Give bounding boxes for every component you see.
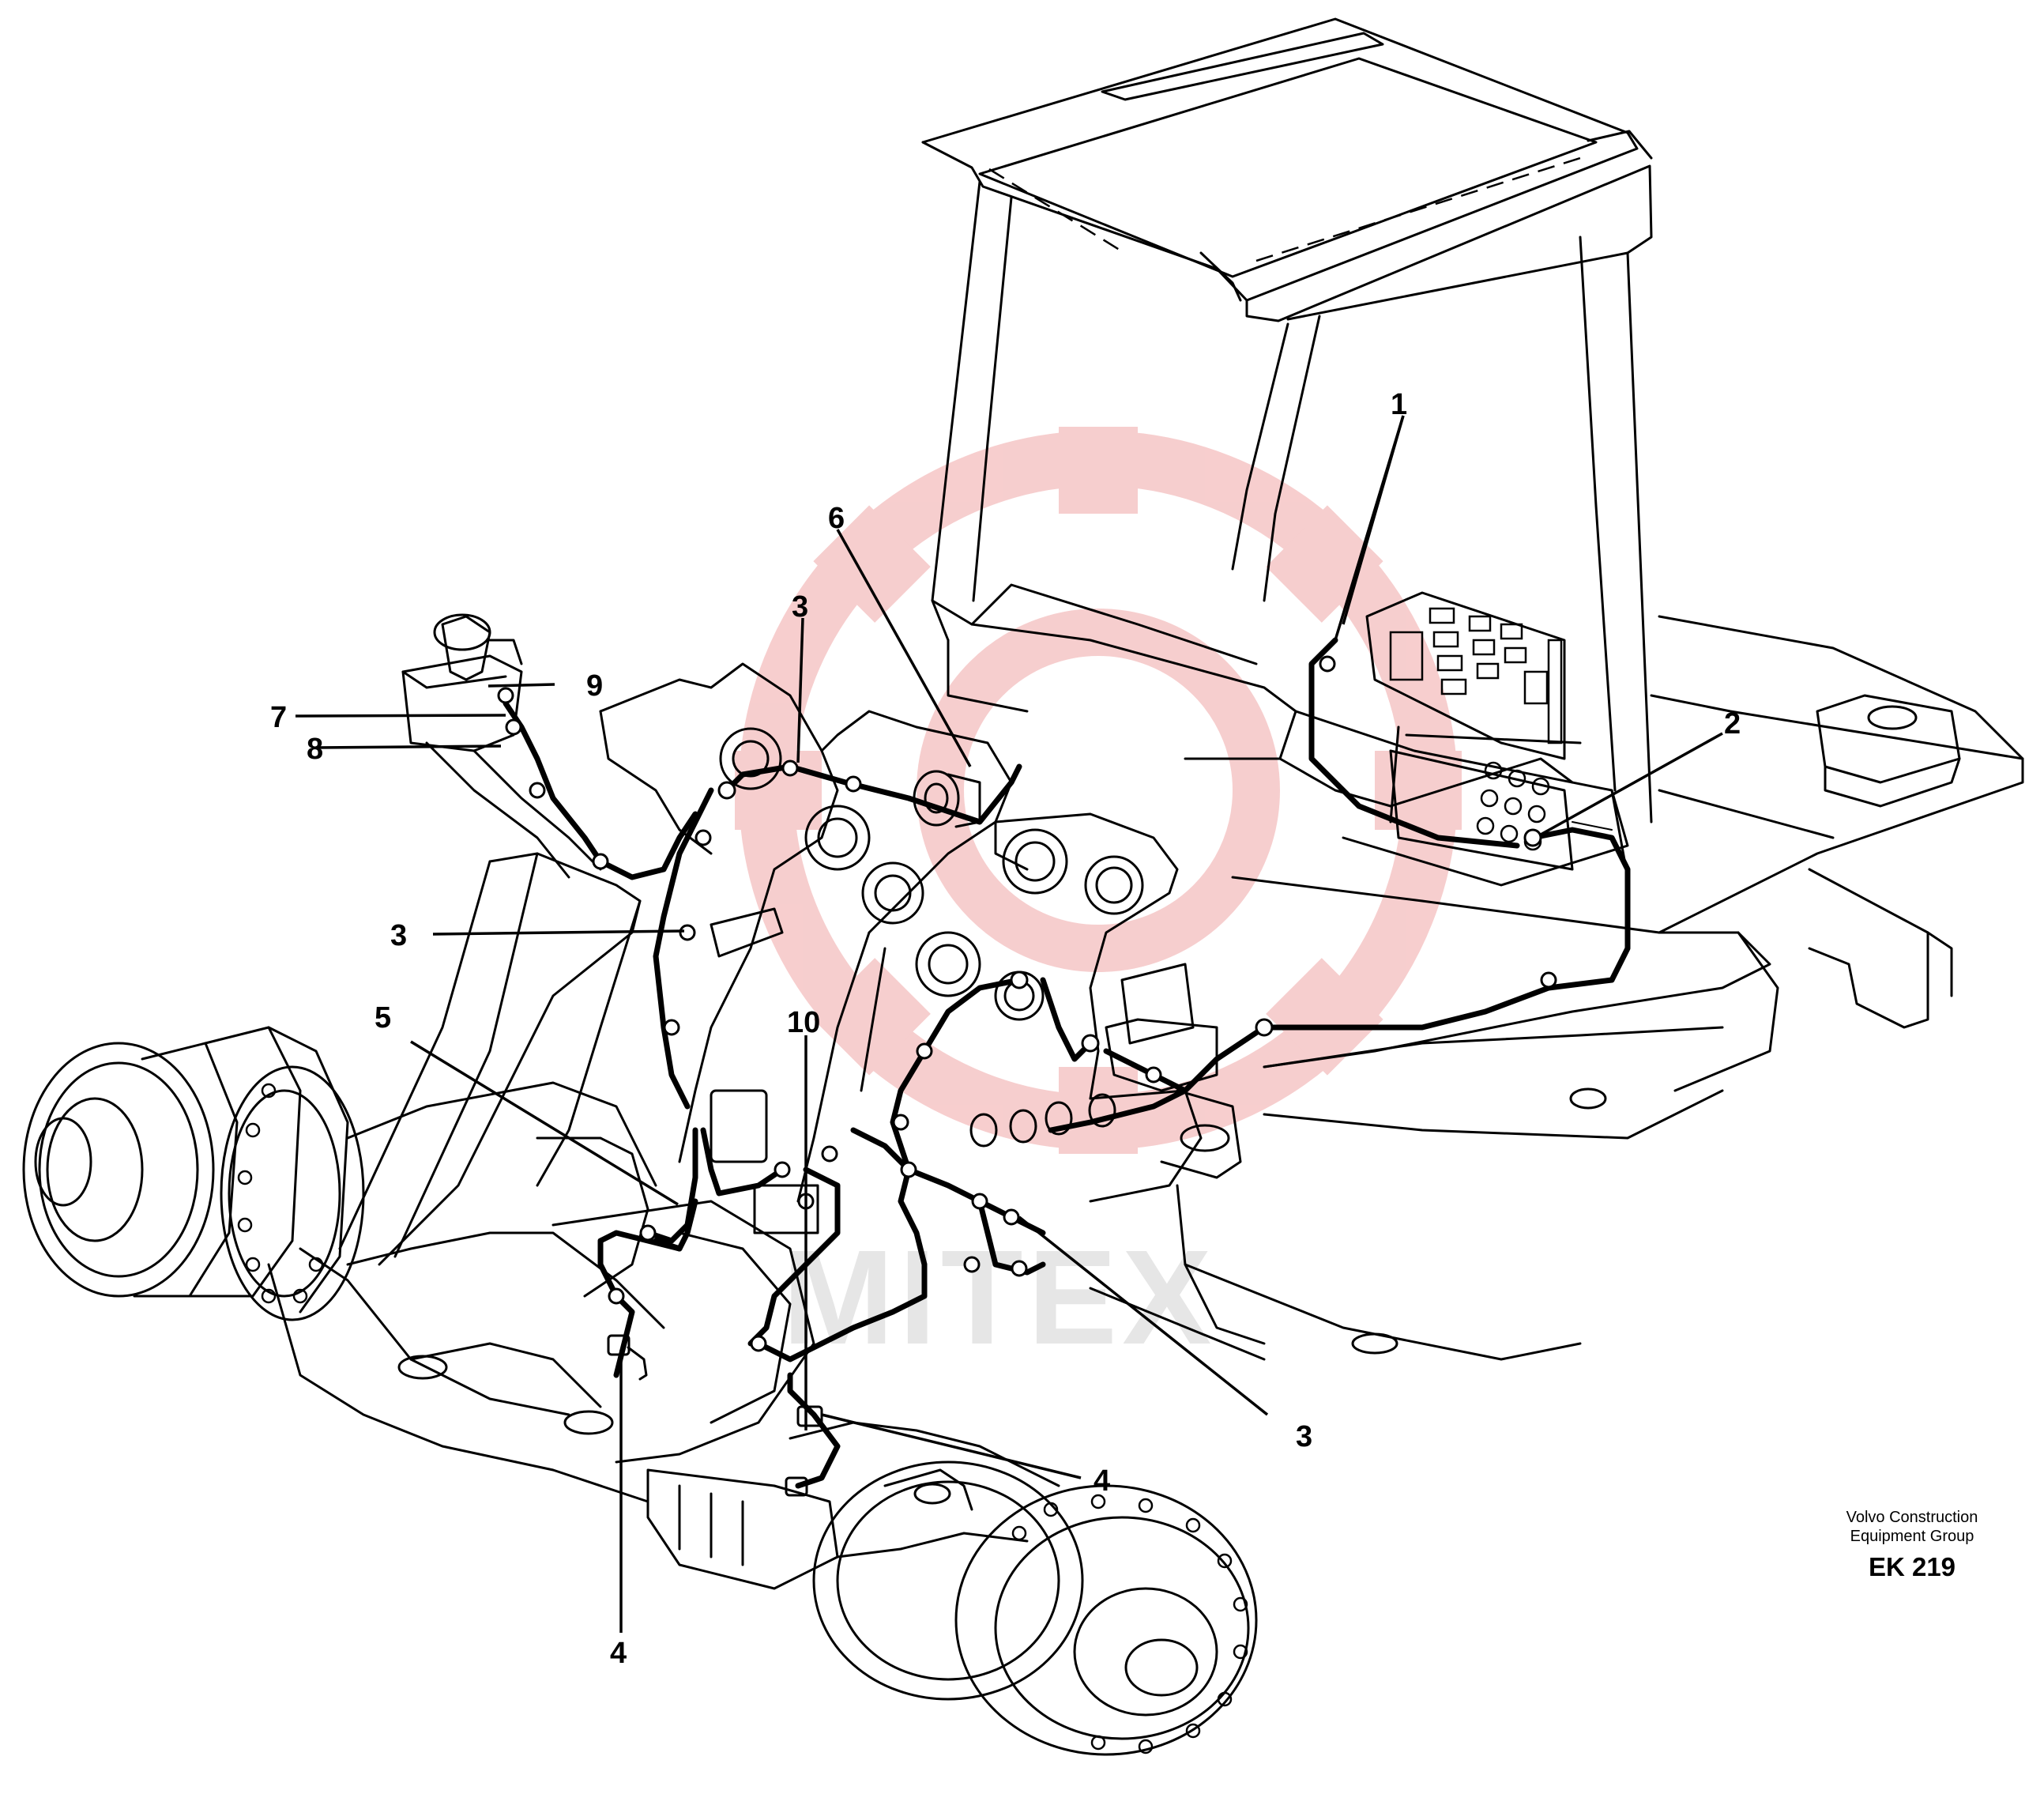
sensor-4-icon [607,1334,648,1381]
rear-frame [1089,615,2024,1361]
loader-frame [599,662,1266,1345]
callout-10: 10 [787,1006,820,1039]
block-icon [753,1184,819,1234]
callout-6: 6 [828,502,845,535]
callout-2: 2 [1724,707,1741,741]
caption-block: Volvo Construction Equipment Group EK 21… [1794,1508,2031,1582]
cab [921,17,1653,887]
leader-lines [295,415,1723,1633]
callout-9: 9 [586,669,603,703]
callout-8: 8 [307,733,323,766]
callout-4-right: 4 [1094,1464,1110,1498]
watermark-text: MITEX [782,1223,1216,1373]
callout-5: 5 [375,1001,391,1035]
callout-4-bottom: 4 [610,1637,627,1670]
callout-3-top: 3 [792,590,808,624]
callouts: 1 2 3 3 3 4 4 5 6 7 8 9 10 [270,388,1741,1670]
lamp-right-icon [1105,963,1218,1092]
electrical-panel [1365,591,1574,871]
components [497,655,1557,1497]
callout-1: 1 [1391,388,1407,421]
callout-3-right: 3 [1296,1420,1312,1453]
callout-3-left: 3 [390,919,407,952]
callout-7: 7 [270,701,287,734]
support-arm [338,852,642,1266]
sensor-4b-icon [785,1405,823,1497]
diagram-code: EK 219 [1868,1552,1956,1581]
caption-line-1: Volvo Construction [1846,1509,1978,1526]
control-box-icon [710,1089,768,1163]
front-axle [22,1026,1258,1756]
caption-line-2: Equipment Group [1850,1528,1974,1545]
sensor-6-icon [913,770,981,828]
wire-harness [503,637,1631,1489]
